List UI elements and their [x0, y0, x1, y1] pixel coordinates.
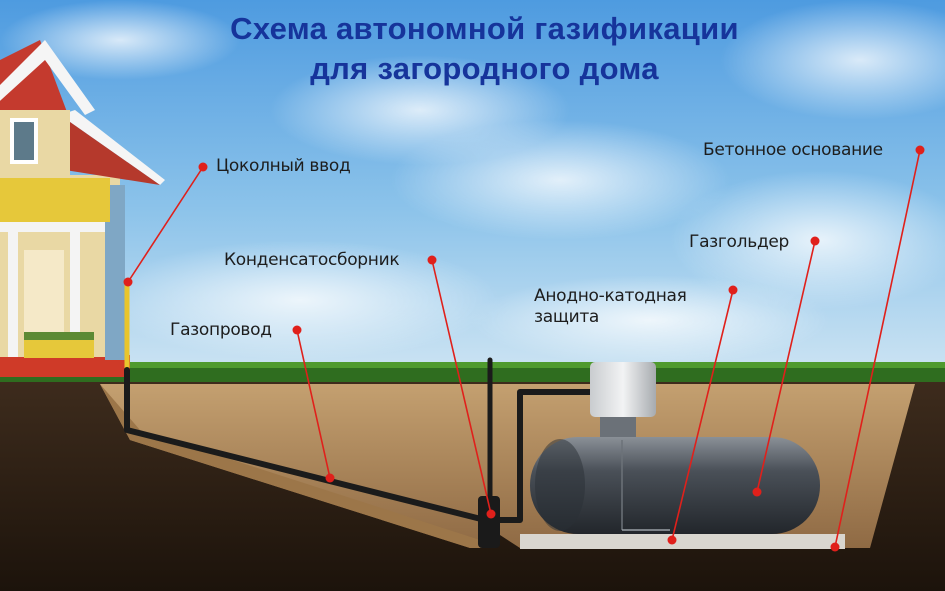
diagram-title-line2: для загородного дома: [310, 51, 659, 86]
label-anodno-katodnaya-line2: защита: [534, 307, 600, 327]
label-kondensatosbornik: Конденсатосборник: [224, 250, 400, 270]
clouds: [0, 0, 945, 365]
gas-pipe: [124, 282, 598, 523]
pointers: [123, 145, 925, 552]
gas-holder: [530, 362, 820, 534]
condensate-trap: [478, 496, 500, 548]
concrete-base: [520, 534, 845, 549]
label-anodno-katodnaya-line1: Анодно-катодная: [534, 286, 687, 306]
label-gazoprovod: Газопровод: [170, 320, 272, 340]
label-cokolny-vvod: Цоколный ввод: [216, 156, 351, 176]
diagram-title-line1: Схема автономной газификации: [230, 11, 739, 46]
label-gazgolder: Газгольдер: [689, 232, 790, 252]
label-betonnoe-osnovanie: Бетонное основание: [703, 140, 883, 160]
grass: [0, 366, 945, 382]
house: [0, 40, 165, 377]
